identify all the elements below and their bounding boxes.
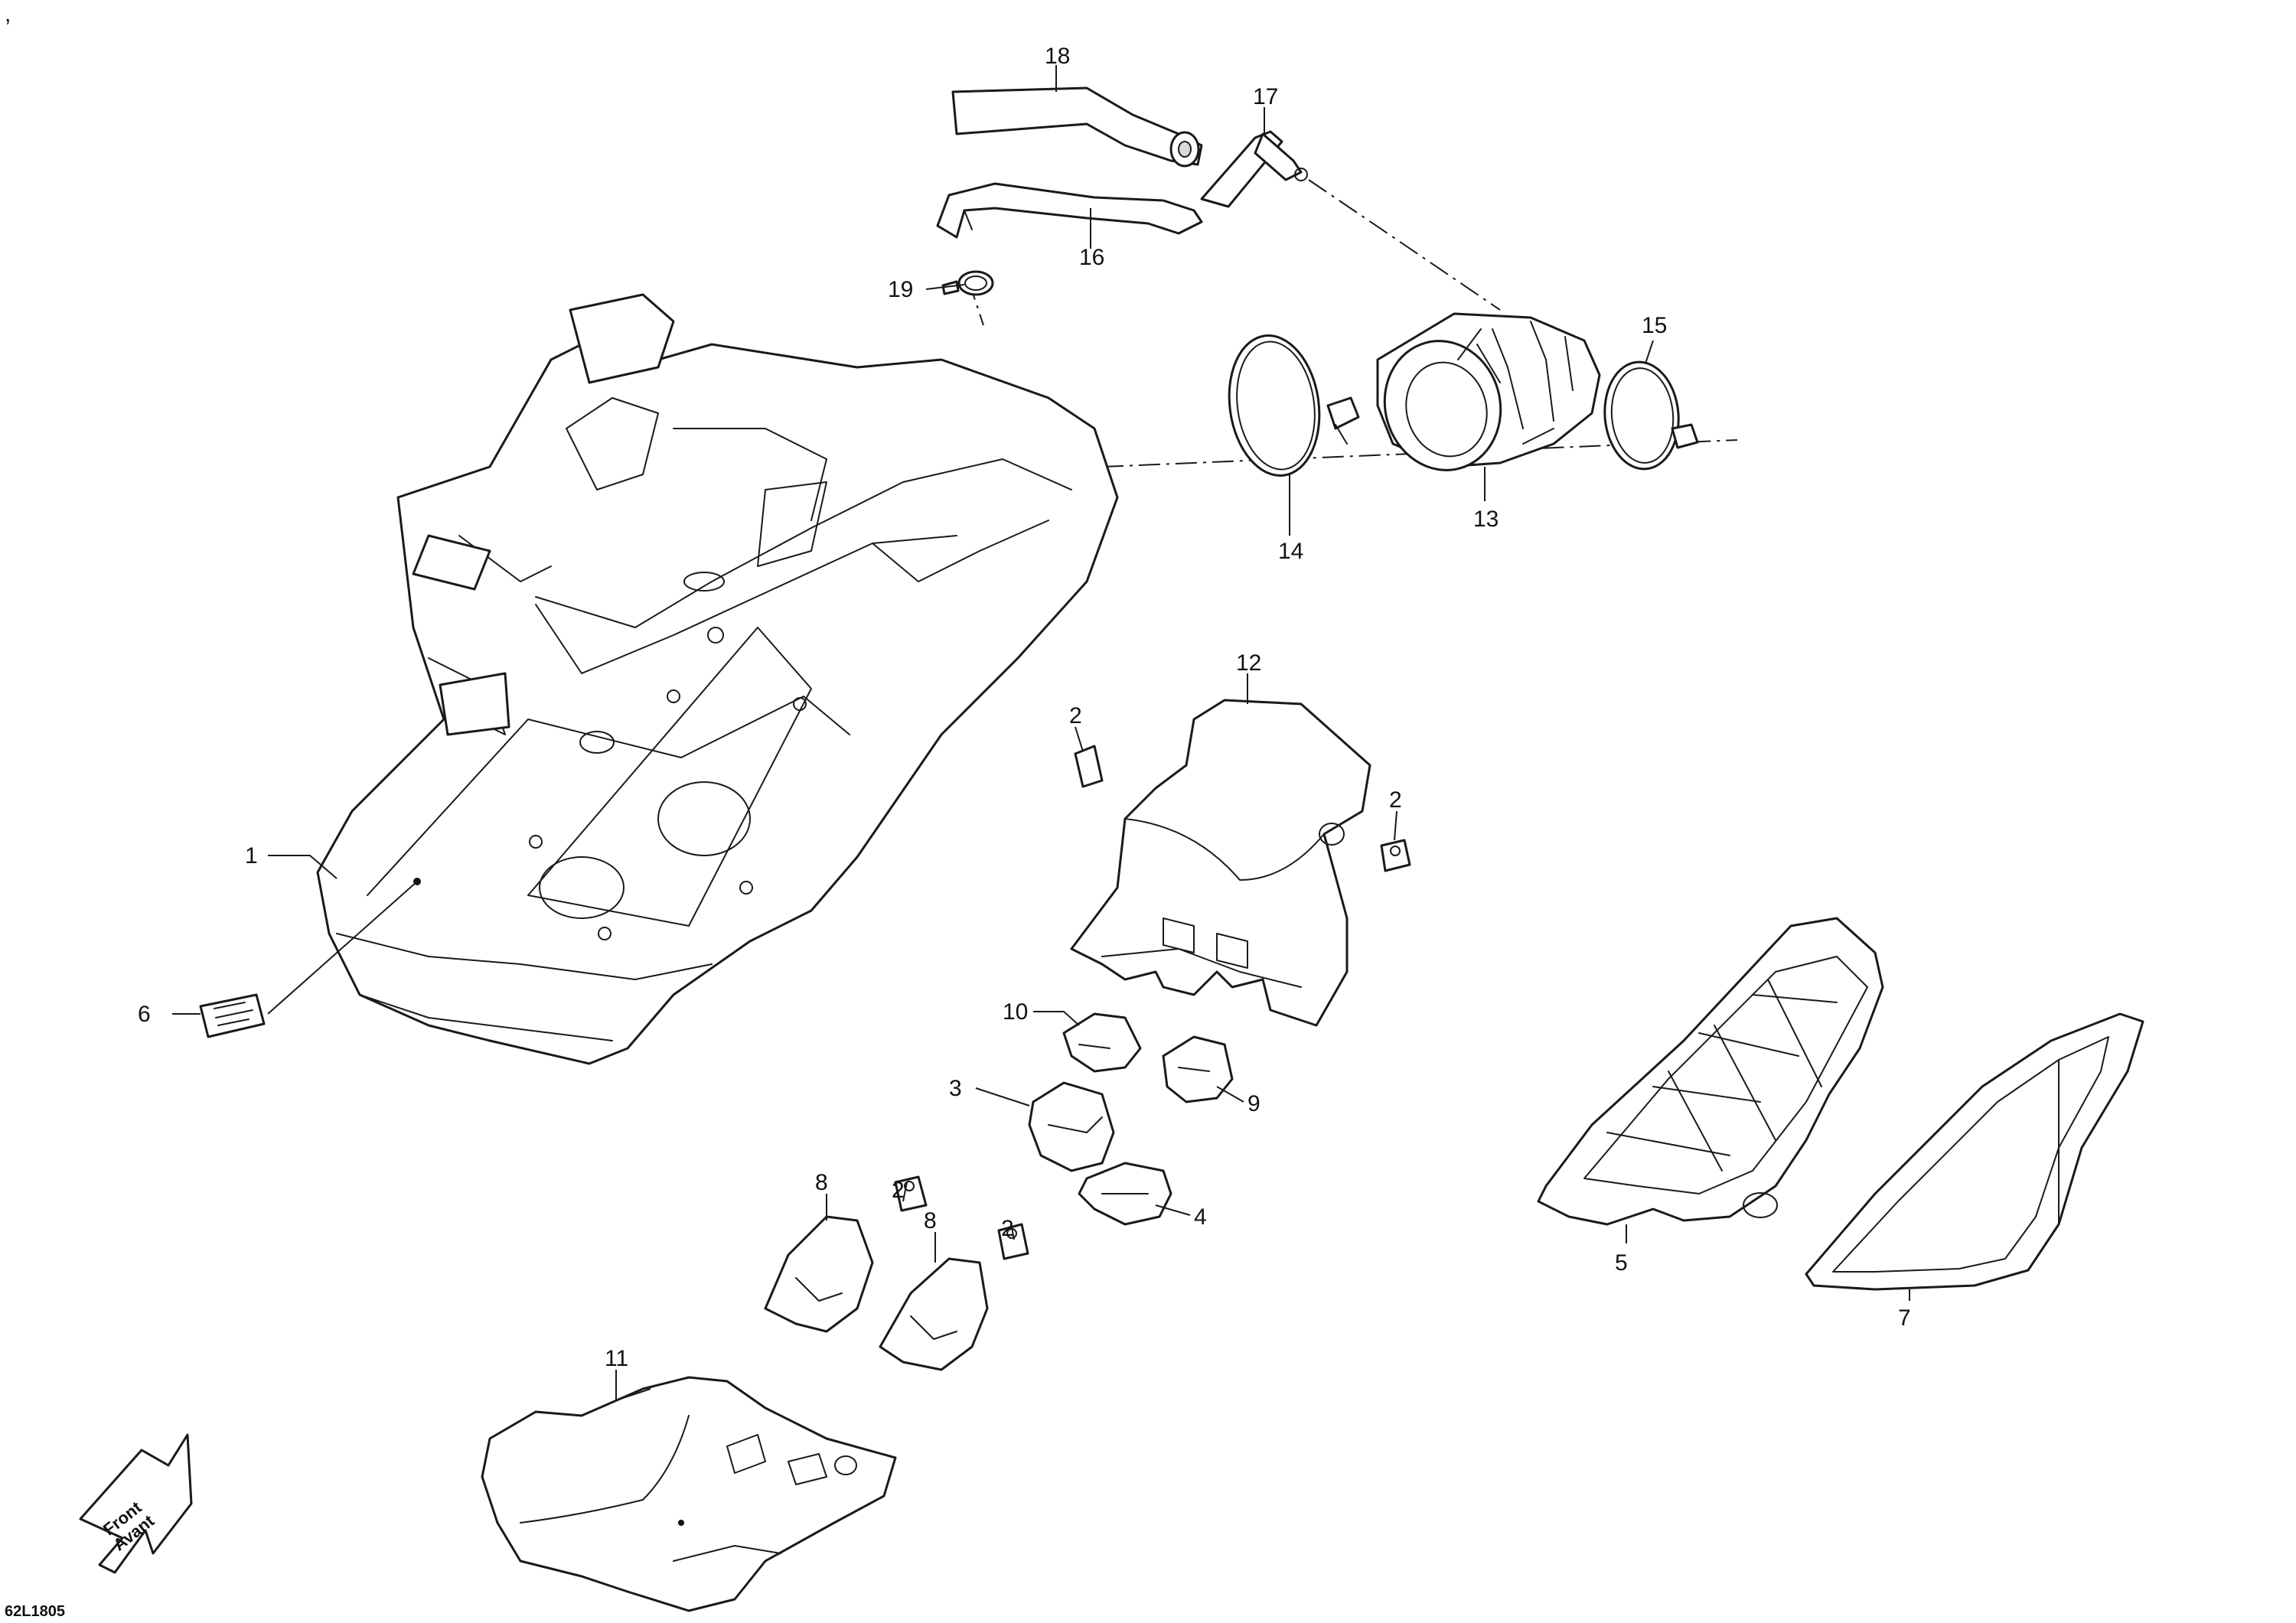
part-15-hose-clamp[interactable] — [1600, 359, 1699, 472]
callout-9: 9 — [1247, 1091, 1261, 1116]
callout-labels: 18 17 16 19 15 13 14 12 2 2 1 6 10 3 9 4… — [138, 44, 1911, 1371]
callout-13: 13 — [1473, 507, 1499, 532]
callout-8a: 8 — [815, 1170, 828, 1195]
callout-3: 3 — [949, 1076, 962, 1101]
callout-2a: 2 — [1069, 703, 1082, 728]
part-12-upper-cover[interactable] — [1070, 699, 1371, 1027]
part-2c-grommet[interactable] — [894, 1175, 928, 1212]
callout-16: 16 — [1079, 245, 1104, 270]
callout-2c: 2 — [892, 1178, 905, 1203]
part-6-decal-label[interactable] — [199, 993, 266, 1038]
callout-2b: 2 — [1389, 787, 1402, 813]
part-18-vent-hose[interactable] — [951, 86, 1203, 168]
callout-5: 5 — [1615, 1250, 1628, 1276]
corner-mark: , — [5, 2, 11, 27]
part-19-small-clamp[interactable] — [941, 270, 994, 296]
callout-7: 7 — [1898, 1305, 1911, 1331]
leader-lines — [172, 65, 1910, 1402]
part-9-rubber-block[interactable] — [1162, 1035, 1234, 1103]
front-direction-arrow: Front Avant — [79, 1433, 193, 1574]
callout-17: 17 — [1253, 84, 1278, 109]
callout-2d: 2 — [1001, 1216, 1014, 1241]
part-2d-grommet[interactable] — [997, 1223, 1029, 1260]
callout-15: 15 — [1642, 313, 1667, 338]
part-2b-grommet[interactable] — [1380, 839, 1411, 872]
part-10-rubber-block[interactable] — [1062, 1012, 1142, 1073]
part-5-filter-frame[interactable] — [1537, 917, 1884, 1226]
part-1-airbox-housing[interactable] — [316, 293, 1119, 1065]
part-13-intake-adaptor[interactable] — [1371, 312, 1601, 484]
part-3-retaining-clip[interactable] — [1028, 1081, 1115, 1172]
part-8a-insert[interactable] — [764, 1215, 874, 1333]
callout-1: 1 — [245, 843, 258, 869]
part-4-bracket[interactable] — [1078, 1162, 1172, 1226]
callout-19: 19 — [888, 277, 913, 302]
callout-14: 14 — [1278, 539, 1303, 564]
callout-6: 6 — [138, 1002, 151, 1027]
part-2a-grommet[interactable] — [1074, 745, 1104, 788]
callout-10: 10 — [1003, 999, 1028, 1025]
drawing-code: 62L1805 — [5, 1603, 65, 1620]
part-14-hose-clamp[interactable] — [1221, 330, 1360, 481]
callout-4: 4 — [1194, 1204, 1207, 1230]
part-17-elbow-fitting[interactable] — [1200, 130, 1308, 208]
callout-18: 18 — [1045, 44, 1070, 69]
callout-11: 11 — [605, 1346, 628, 1371]
callout-12: 12 — [1236, 650, 1261, 676]
callout-8b: 8 — [924, 1208, 937, 1234]
part-7-seal-gasket[interactable] — [1805, 1012, 2144, 1291]
part-16-breather-hose[interactable] — [936, 182, 1203, 239]
part-8b-insert[interactable] — [879, 1257, 989, 1371]
part-11-lower-cover[interactable] — [481, 1376, 897, 1612]
